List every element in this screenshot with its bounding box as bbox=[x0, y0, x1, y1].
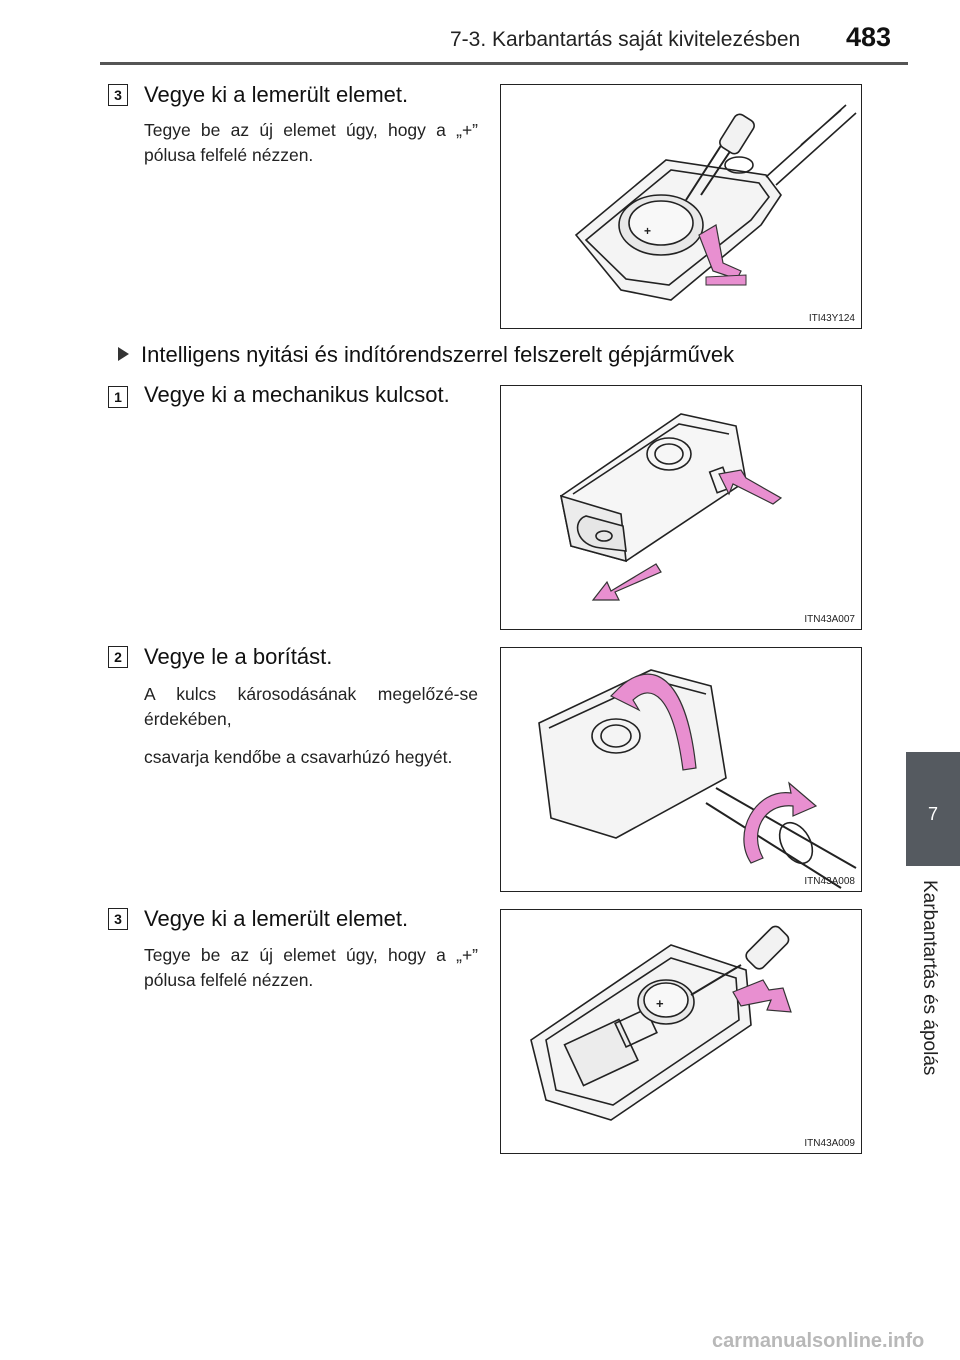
step-number: 3 bbox=[108, 908, 128, 930]
page-number: 483 bbox=[846, 22, 892, 52]
key-battery-illustration: + bbox=[574, 104, 857, 301]
figure-code: ITI43Y124 bbox=[808, 313, 855, 324]
chapter-number: 7 bbox=[927, 804, 938, 824]
figure-code: ITN43A007 bbox=[804, 614, 855, 625]
watermark: carmanualsonline.info bbox=[712, 1330, 925, 1352]
step-title: Vegye ki a lemerült elemet. bbox=[144, 82, 409, 107]
step-number: 3 bbox=[108, 84, 128, 106]
step-instruction: A kulcs károsodásának megelőzé-se érdeké… bbox=[144, 684, 478, 729]
triangle-bullet-icon bbox=[118, 347, 129, 361]
figure-remove-mechanical-key: ITN43A007 bbox=[500, 385, 862, 630]
step-number: 2 bbox=[108, 646, 128, 668]
figure-remove-battery: + ITI43Y124 bbox=[500, 84, 862, 329]
figure-code: ITN43A008 bbox=[804, 876, 855, 887]
figure-remove-cover: ITN43A008 bbox=[500, 647, 862, 892]
chapter-label: Karbantartás és ápolás bbox=[919, 880, 940, 1076]
push-arrow bbox=[718, 469, 783, 505]
pull-arrow bbox=[591, 563, 662, 601]
step-instruction: Tegye be az új elemet úgy, hogy a „+” pó… bbox=[144, 945, 478, 990]
svg-text:+: + bbox=[656, 996, 664, 1011]
smart-key-battery-illustration: + bbox=[530, 925, 792, 1121]
step-title: Vegye ki a lemerült elemet. bbox=[144, 906, 409, 931]
smart-key-illustration bbox=[559, 413, 783, 601]
step-title: Vegye ki a mechanikus kulcsot. bbox=[144, 382, 450, 407]
figure-code: ITN43A009 bbox=[804, 1138, 855, 1149]
section-title: 7-3. Karbantartás saját kivitelezésben bbox=[450, 28, 801, 51]
figure-remove-smart-key-battery: + ITN43A009 bbox=[500, 909, 862, 1154]
header-divider bbox=[100, 62, 908, 65]
step-number: 1 bbox=[108, 386, 128, 408]
step-instruction: Tegye be az új elemet úgy, hogy a „+” pó… bbox=[144, 120, 478, 165]
chapter-tab bbox=[906, 752, 960, 866]
lift-arrow bbox=[609, 673, 697, 771]
cover-removal-illustration bbox=[538, 669, 857, 889]
section-heading: Intelligens nyitási és indítórendszerrel… bbox=[118, 342, 734, 368]
twist-arrow bbox=[743, 781, 818, 864]
step-instruction: csavarja kendőbe a csavarhúzó hegyét. bbox=[144, 747, 453, 767]
pull-arrow bbox=[732, 979, 792, 1013]
svg-text:+: + bbox=[644, 224, 651, 238]
pull-arrow bbox=[698, 224, 742, 280]
step-title: Vegye le a borítást. bbox=[144, 644, 333, 669]
